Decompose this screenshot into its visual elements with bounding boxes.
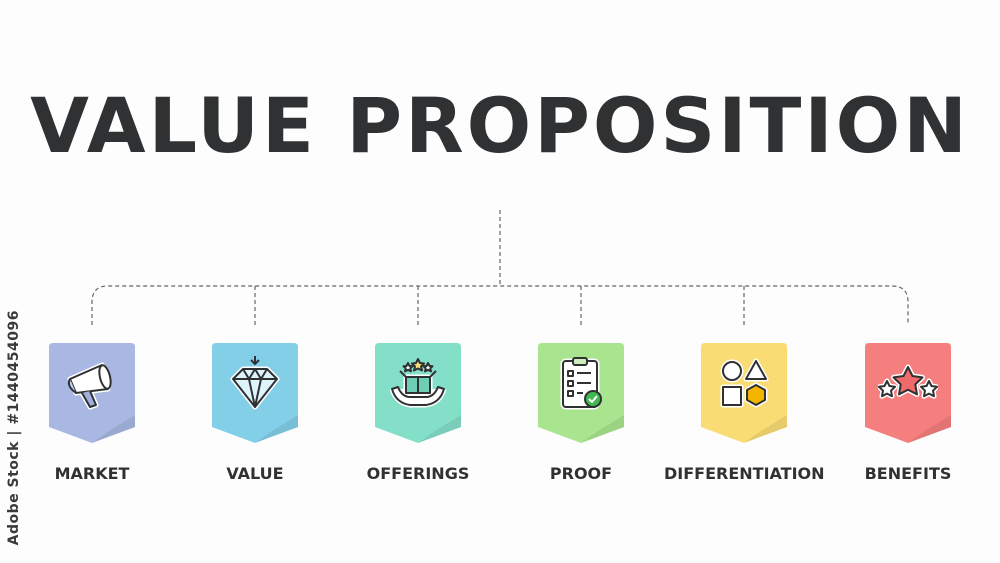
- shapes-icon: [720, 358, 769, 408]
- item-proof: PROOF: [501, 343, 661, 483]
- item-label: DIFFERENTIATION: [664, 464, 825, 483]
- item-value: VALUE: [175, 343, 335, 483]
- differentiation-badge: [701, 343, 787, 443]
- item-label: MARKET: [54, 464, 130, 483]
- offerings-badge: [375, 343, 461, 443]
- value-badge: [212, 343, 298, 443]
- megaphone-icon: [67, 362, 112, 410]
- item-offerings: OFFERINGS: [338, 343, 498, 483]
- item-label: PROOF: [549, 464, 613, 483]
- star-rating-icon: [878, 364, 938, 399]
- checklist-clipboard-icon: [560, 357, 602, 410]
- stock-watermark: Adobe Stock | #1440454096: [6, 310, 22, 546]
- diamond-icon: [230, 356, 280, 410]
- proof-badge: [538, 343, 624, 443]
- item-market: MARKET: [12, 343, 172, 483]
- item-label: VALUE: [226, 464, 284, 483]
- item-label: OFFERINGS: [366, 464, 470, 483]
- diagram-title: VALUE PROPOSITION: [30, 81, 970, 170]
- gift-box-hands-icon: [389, 358, 447, 408]
- item-benefits: BENEFITS: [828, 343, 988, 483]
- item-differentiation: DIFFERENTIATION: [664, 343, 825, 483]
- market-badge: [49, 343, 135, 443]
- item-label: BENEFITS: [864, 464, 952, 483]
- benefits-badge: [865, 343, 951, 443]
